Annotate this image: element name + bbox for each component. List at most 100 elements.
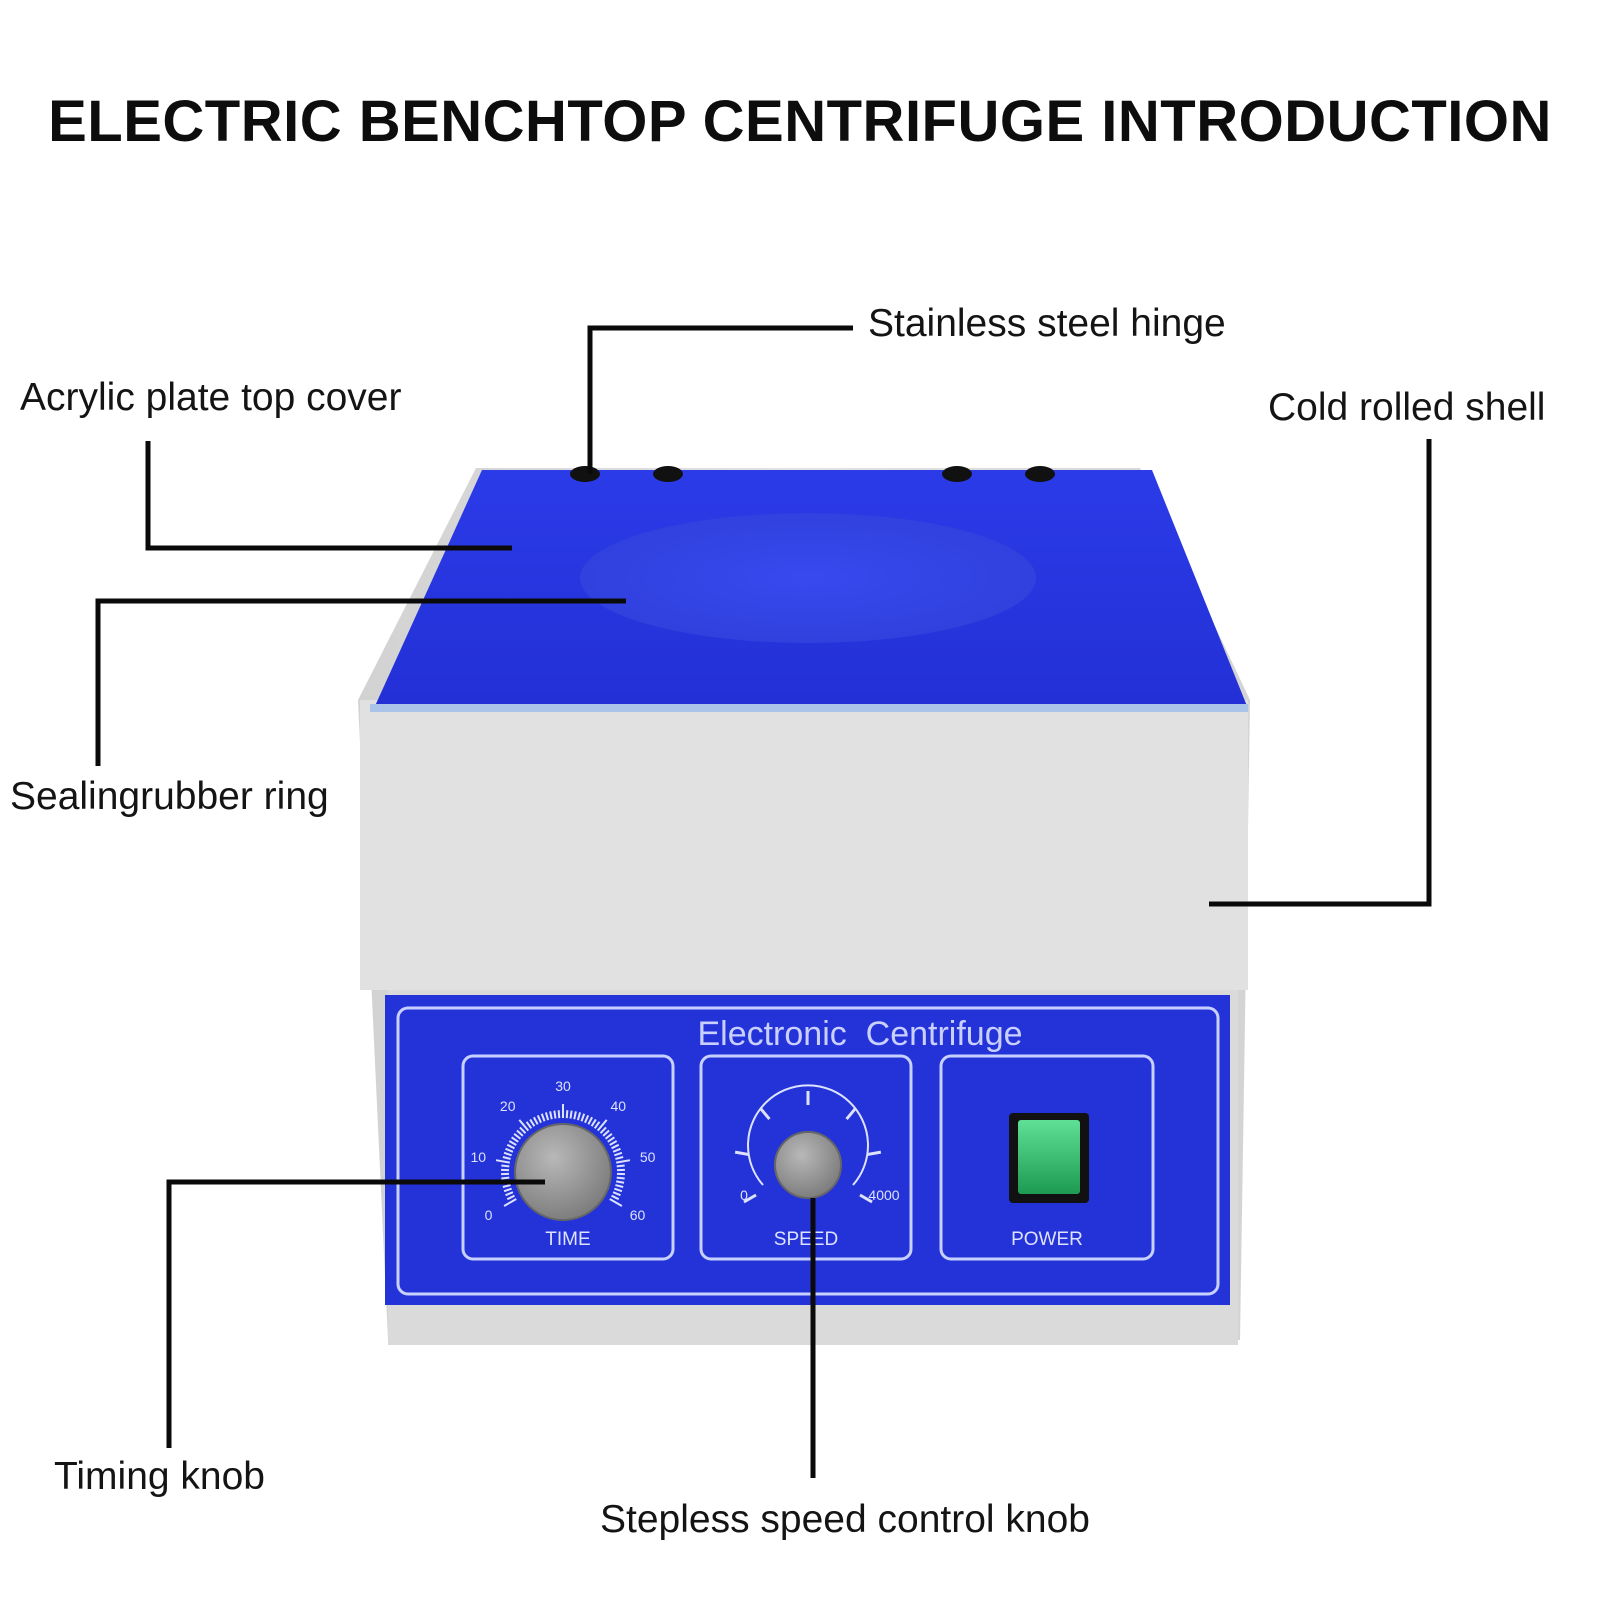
stepless-speed-knob[interactable]: [774, 1131, 842, 1199]
time-dial-tick: [518, 1119, 530, 1132]
speed-dial-ticks: [734, 1091, 882, 1204]
time-dial-tick: [565, 1110, 569, 1119]
time-dial-tick: [525, 1121, 533, 1129]
time-tick-label: 0: [485, 1207, 493, 1223]
callout-timing-knob: Timing knob: [54, 1455, 265, 1498]
time-dial-tick: [505, 1147, 514, 1153]
leader-hinge: [587, 325, 853, 474]
time-dial-tick: [596, 1119, 608, 1132]
time-tick-label: 60: [630, 1207, 646, 1223]
time-dial-tick: [519, 1126, 527, 1134]
speed-dial-tick: [759, 1107, 771, 1121]
callout-hinge: Stainless steel hinge: [868, 302, 1226, 345]
time-dial-tick: [604, 1133, 613, 1140]
speed-label: SPEED: [774, 1229, 838, 1250]
time-tick-label: 50: [640, 1149, 656, 1165]
time-tick-label: 30: [555, 1078, 571, 1094]
time-dial-tick: [503, 1198, 517, 1207]
power-box: [939, 1054, 1155, 1261]
time-tick-label: 10: [471, 1149, 487, 1165]
time-dial-tick: [609, 1140, 618, 1146]
shell-front: [360, 700, 1248, 990]
time-dial-tick: [576, 1112, 582, 1121]
time-dial-tick: [584, 1114, 590, 1124]
power-label: POWER: [1011, 1229, 1083, 1250]
time-dial-tick: [612, 1147, 621, 1153]
leader-shell: [1209, 439, 1432, 907]
time-dial-tick: [529, 1118, 536, 1127]
time-label: TIME: [545, 1229, 590, 1250]
time-dial-tick: [557, 1110, 561, 1119]
sealing-rubber-ring: [370, 704, 1248, 712]
time-dial-tick: [593, 1121, 601, 1129]
callout-rubber-ring: Sealingrubber ring: [10, 775, 329, 818]
time-dial-tick: [607, 1136, 615, 1143]
time-dial-tick: [553, 1110, 557, 1119]
stainless-steel-hinge: [570, 466, 1055, 482]
speed-box: [699, 1054, 913, 1261]
time-dial-tick: [616, 1164, 625, 1168]
time-dial-tick: [602, 1129, 610, 1137]
time-dial-tick: [614, 1151, 623, 1157]
time-dial-tick: [536, 1114, 542, 1124]
time-dial-tick: [616, 1176, 625, 1180]
time-dial-tick: [611, 1143, 620, 1150]
time-dial-tick: [506, 1143, 515, 1150]
time-tick-label: 20: [500, 1098, 516, 1114]
power-switch[interactable]: [1018, 1120, 1080, 1194]
time-dial-tick: [599, 1126, 607, 1134]
speed-dial-tick: [743, 1193, 757, 1204]
callout-top-cover: Acrylic plate top cover: [20, 376, 402, 419]
time-dial-tick: [587, 1116, 593, 1125]
speed-dial-tick: [866, 1150, 882, 1157]
speed-dial-tick: [734, 1150, 750, 1157]
leader-lines: [95, 325, 1432, 1478]
time-dial-tick: [516, 1129, 524, 1137]
time-dial-tick: [540, 1113, 546, 1122]
time-dial-tick: [511, 1136, 519, 1143]
time-dial-tick: [508, 1140, 517, 1146]
control-panel-border: [396, 1006, 1220, 1296]
leader-rubber-ring: [95, 598, 626, 766]
speed-dial-arc: [747, 1084, 869, 1186]
time-dial-tick: [502, 1156, 511, 1160]
time-dial-tick: [590, 1118, 597, 1127]
leader-timing-knob: [166, 1179, 545, 1448]
speed-min-label: 0: [740, 1187, 748, 1203]
time-dial-tick: [501, 1176, 510, 1180]
time-dial-tick: [549, 1111, 553, 1120]
time-dial-tick: [573, 1111, 577, 1120]
timing-knob[interactable]: [514, 1123, 612, 1221]
time-box: [461, 1054, 675, 1261]
time-dial-tick: [580, 1113, 586, 1122]
time-dial-tick: [503, 1187, 512, 1193]
leader-top-cover: [145, 441, 512, 551]
speed-dial-tick: [859, 1193, 873, 1204]
time-dial-tick: [505, 1191, 514, 1197]
callout-shell: Cold rolled shell: [1268, 386, 1546, 429]
callout-speed-knob: Stepless speed control knob: [600, 1498, 1090, 1541]
time-dial-tick: [569, 1110, 573, 1119]
time-dial-tick: [611, 1194, 620, 1201]
viewing-window: [580, 513, 1036, 643]
time-dial-tick: [615, 1156, 624, 1160]
time-dial-tick: [533, 1116, 539, 1125]
time-tick-label: 40: [610, 1098, 626, 1114]
speed-max-label: 4000: [868, 1187, 899, 1203]
panel-title: Electronic Centrifuge: [697, 1015, 1022, 1053]
speed-dial-tick: [845, 1107, 857, 1121]
time-dial-tick: [609, 1198, 623, 1207]
time-dial-tick: [502, 1184, 511, 1188]
time-dial-tick: [501, 1164, 510, 1168]
time-dial-tick: [513, 1133, 522, 1140]
time-dial-tick: [495, 1159, 510, 1164]
time-dial-tick: [612, 1191, 621, 1197]
time-dial-tick: [614, 1187, 623, 1193]
time-dial-tick: [615, 1184, 624, 1188]
time-dial-tick: [616, 1159, 631, 1164]
time-dial-tick: [503, 1151, 512, 1157]
time-dial-ticks: [495, 1104, 631, 1207]
time-dial-tick: [616, 1180, 625, 1184]
